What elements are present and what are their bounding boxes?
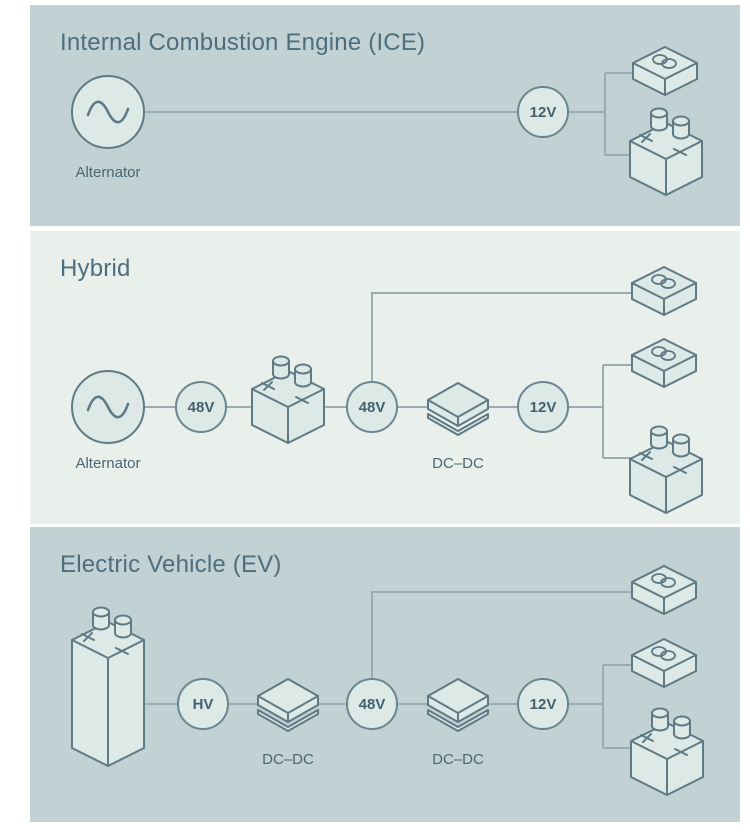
electric-load-icon [632, 46, 698, 96]
ice-wires [108, 72, 634, 156]
electric-load-12v-icon [631, 338, 697, 388]
ev-dcdc1-label: DC–DC [262, 751, 314, 768]
panel-ice: Internal Combustion Engine (ICE) 12V Alt… [30, 5, 740, 226]
alternator-icon [70, 369, 146, 445]
dcdc-converter-icon [427, 382, 489, 436]
hybrid-diagram [70, 266, 703, 514]
ice-node-12v: 12V [517, 86, 569, 138]
ev-node-hv: HV [177, 678, 229, 730]
battery-12v-icon [629, 107, 703, 196]
panel-ev: Electric Vehicle (EV) HV 48V 12V DC–DC D… [30, 527, 740, 822]
alternator-icon [70, 74, 146, 150]
ice-alternator-label: Alternator [75, 164, 141, 181]
battery-12v-icon [629, 425, 703, 514]
electric-load-12v-icon [631, 638, 697, 688]
ev-traction-battery-icon [71, 606, 145, 767]
ev-dcdc2-label: DC–DC [432, 751, 484, 768]
electric-load-48v-icon [631, 565, 697, 615]
ev-wires [144, 591, 634, 749]
hybrid-node-48v-bus: 48V [346, 381, 398, 433]
dcdc-converter-48v-icon [427, 678, 489, 732]
battery-48v-icon [251, 355, 325, 444]
ev-node-12v: 12V [517, 678, 569, 730]
hybrid-alternator-label: Alternator [75, 455, 141, 472]
hybrid-dcdc-label: DC–DC [432, 455, 484, 472]
electric-load-48v-icon [631, 266, 697, 316]
ice-diagram [70, 46, 703, 196]
ev-node-48v: 48V [346, 678, 398, 730]
hybrid-node-48v-in: 48V [175, 381, 227, 433]
ev-diagram [71, 565, 704, 796]
panel-hybrid: Hybrid 48V 48V 12V Alternator DC–DC [30, 231, 740, 524]
hybrid-wires [108, 292, 634, 459]
battery-12v-icon [630, 707, 704, 796]
ice-title: Internal Combustion Engine (ICE) [60, 29, 426, 56]
hybrid-node-12v: 12V [517, 381, 569, 433]
dcdc-converter-hv-icon [257, 678, 319, 732]
hybrid-title: Hybrid [60, 255, 131, 282]
ev-title: Electric Vehicle (EV) [60, 551, 282, 578]
